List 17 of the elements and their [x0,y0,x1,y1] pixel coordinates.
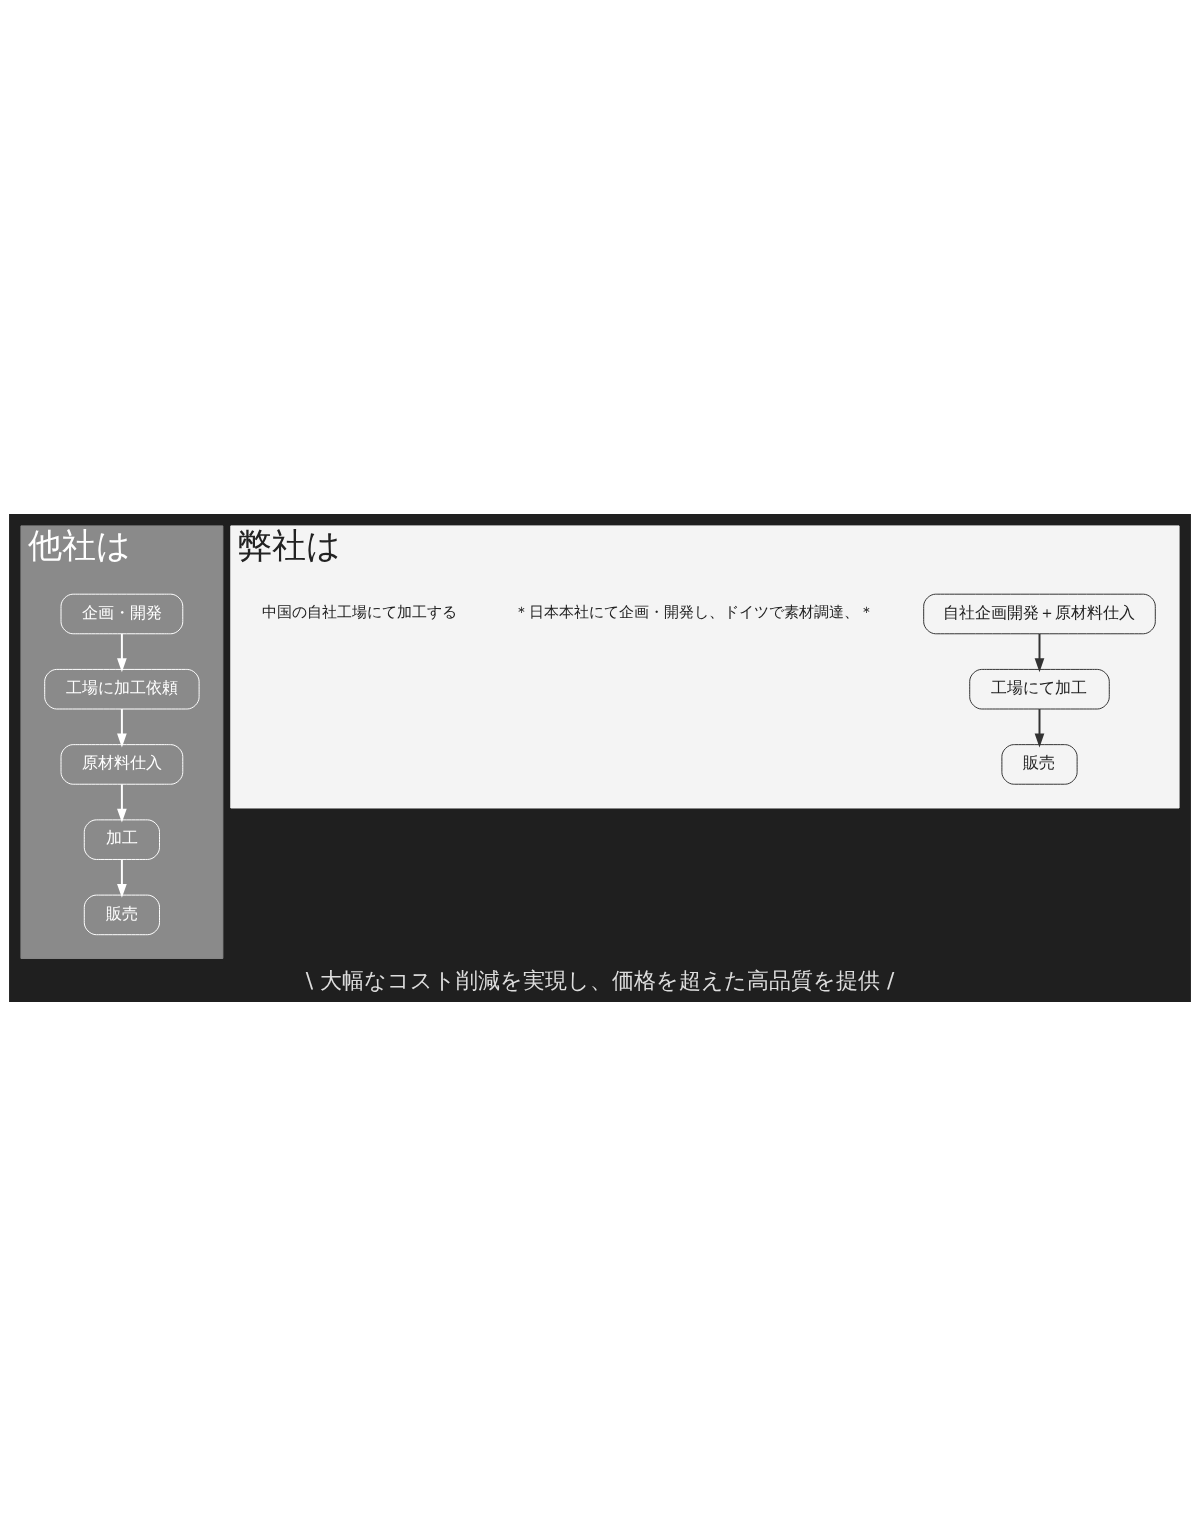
arrow [1034,707,1045,747]
arrow [117,707,127,747]
arrow [117,782,127,823]
label: 中国の自社工場にて加工する [261,602,457,620]
node-box: 企画・開発 [60,593,184,634]
arrow [117,858,127,898]
arrow [117,632,127,672]
node-box: 自社企画開発＋原材料仕入 [923,593,1156,634]
label: ＊日本本社にて企画・開発し、ドイツで素材調達、＊ [514,602,875,620]
caption: \ 大幅なコスト削減を実現し、価格を超えた高品質を提供 / [305,967,895,993]
node-box: 販売 [83,894,160,935]
node-box: 工場に加工依頼 [44,668,200,709]
node-box: 加工 [83,818,160,860]
node-box: 工場にて加工 [969,668,1110,709]
node-box: 原材料仕入 [60,743,184,785]
node-box: 販売 [1001,743,1078,785]
arrow [1034,632,1045,672]
